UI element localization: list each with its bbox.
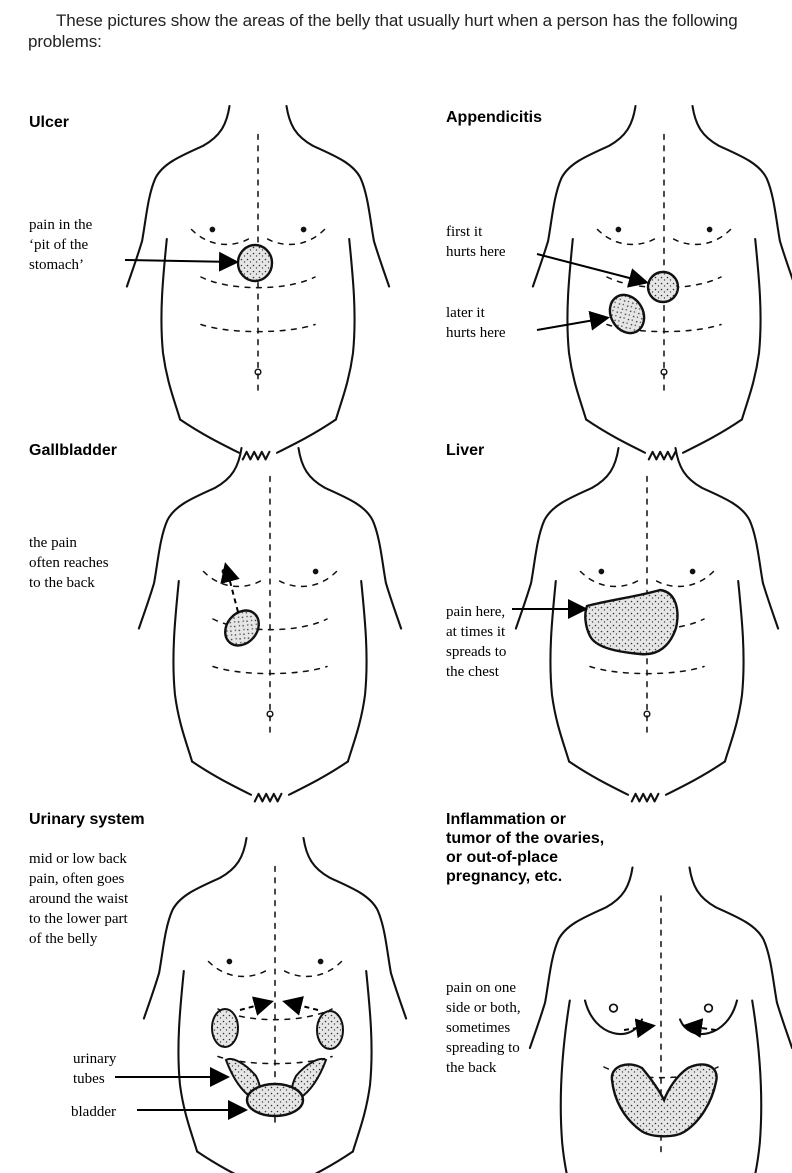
urinary-label: mid or low back pain, often goes around … — [29, 851, 129, 947]
ulcer-pain-spot — [236, 243, 274, 283]
ovaries-dashed-arrow-left — [623, 1018, 656, 1039]
intro-text: These pictures show the areas of the bel… — [28, 11, 738, 51]
urinary-dashed-arrow-left — [239, 996, 274, 1016]
liver-torso — [512, 446, 780, 803]
gallbladder-label: the pain often reaches to the back — [29, 535, 109, 591]
appendicitis-first-label: first it hurts here — [446, 224, 506, 260]
appendicitis-later-spot — [608, 293, 646, 335]
appendicitis-later-label: later it hurts here — [446, 305, 506, 341]
urinary-kidney-right — [316, 1010, 344, 1050]
urinary-torso — [115, 836, 408, 1173]
urinary-title: Urinary system — [29, 811, 145, 828]
appendicitis-first-arrow — [536, 253, 649, 288]
ulcer-label: pain in the ‘pit of the stomach’ — [29, 217, 93, 273]
urinary-kidney-left — [211, 1008, 239, 1048]
ulcer-title: Ulcer — [29, 114, 70, 131]
appendicitis-torso — [531, 104, 792, 461]
gallbladder-torso — [137, 446, 403, 803]
ovaries-pain-area — [610, 1063, 718, 1138]
ovaries-title: Inflammation or tumor of the ovaries, or… — [446, 811, 605, 885]
urinary-dashed-arrow-right — [282, 996, 319, 1016]
urinary-bladder-label: bladder — [71, 1104, 116, 1120]
ovaries-dashed-arrow-right — [682, 1018, 717, 1039]
urinary-bladder — [245, 1082, 305, 1118]
gallbladder-pain-spot — [224, 609, 260, 647]
appendicitis-first-spot — [646, 270, 680, 304]
liver-title: Liver — [446, 442, 485, 459]
urinary-tubes-label: urinary tubes — [73, 1051, 117, 1087]
liver-pain-area — [584, 588, 679, 656]
appendicitis-later-arrow — [536, 310, 610, 331]
gallbladder-title: Gallbladder — [29, 442, 118, 459]
ovaries-torso — [528, 866, 792, 1173]
gallbladder-dashed-arrow — [220, 562, 240, 613]
liver-label: pain here, at times it spreads to the ch… — [446, 604, 507, 680]
ulcer-torso — [124, 104, 391, 461]
appendicitis-title: Appendicitis — [446, 109, 543, 126]
ovaries-label: pain on one side or both, sometimes spre… — [446, 980, 521, 1076]
ulcer-arrow — [124, 251, 239, 272]
